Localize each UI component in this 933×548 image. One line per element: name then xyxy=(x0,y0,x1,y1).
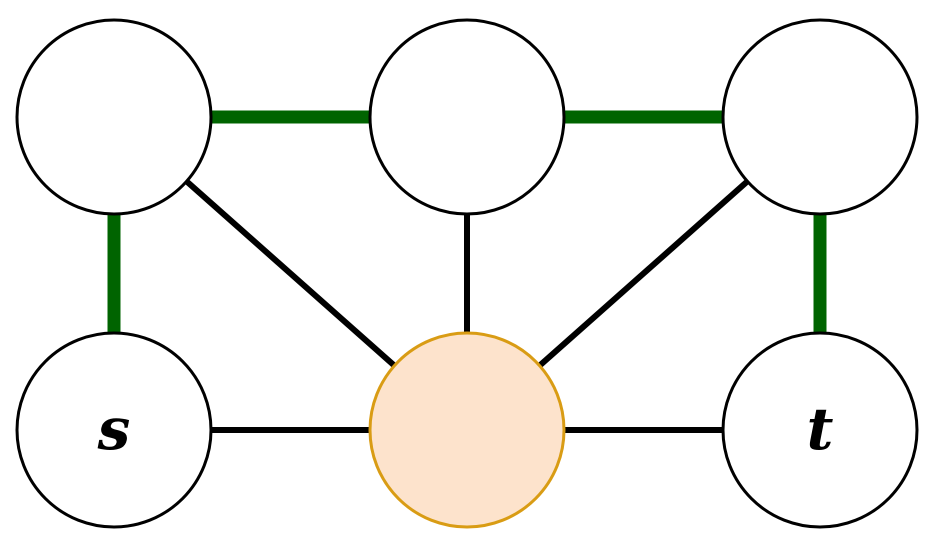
node-label-target: t xyxy=(807,395,834,463)
node-top-right xyxy=(721,18,919,216)
node-circle xyxy=(721,18,919,216)
node-top-left xyxy=(15,18,213,216)
node-target: t xyxy=(721,331,919,529)
node-top-middle xyxy=(368,18,566,216)
node-label-source: s xyxy=(97,395,131,463)
node-circle xyxy=(368,18,566,216)
node-circle xyxy=(15,18,213,216)
node-circle xyxy=(15,331,213,529)
node-source: s xyxy=(15,331,213,529)
node-circle xyxy=(721,331,919,529)
node-circle xyxy=(368,331,566,529)
node-center xyxy=(368,331,566,529)
